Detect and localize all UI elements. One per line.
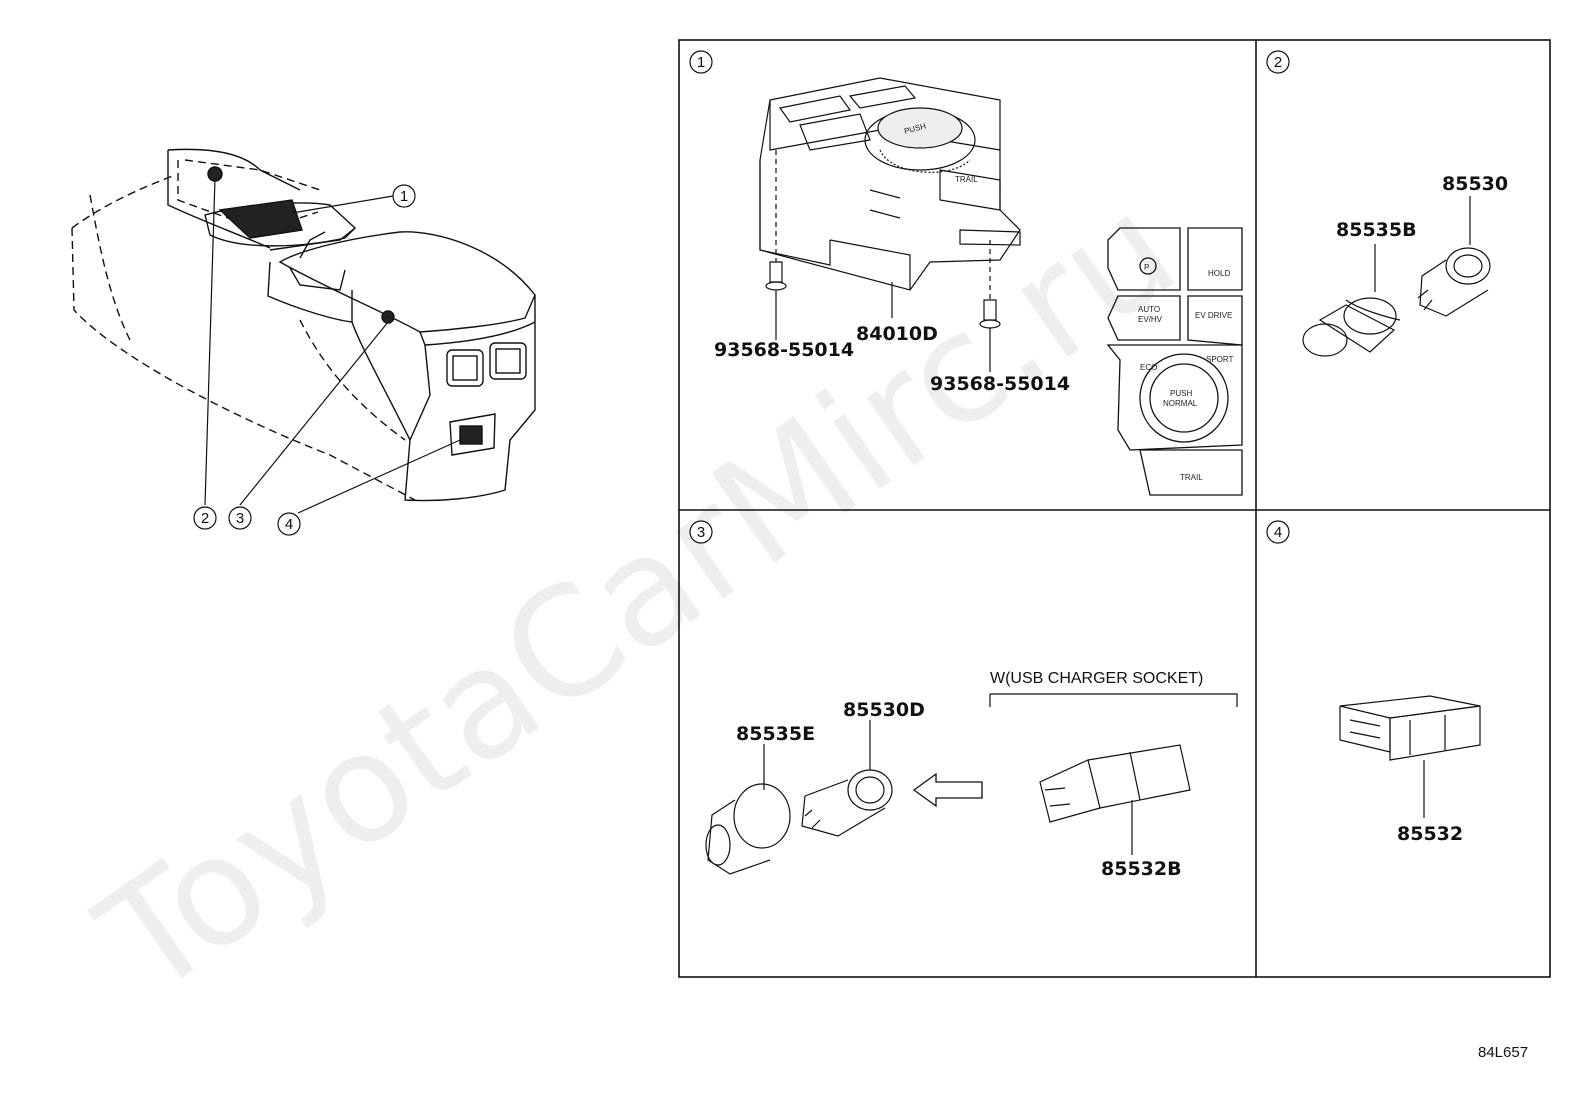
console-overview xyxy=(71,148,536,502)
part-85530: 85530 xyxy=(1442,173,1508,195)
svg-text:TRAIL: TRAIL xyxy=(955,175,978,184)
diagram-code: 84L657 xyxy=(1478,1044,1529,1061)
part-85532: 85532 xyxy=(1397,823,1463,845)
part-93568-55014-right: 93568-55014 xyxy=(930,373,1070,395)
panel-1-number: 1 xyxy=(689,50,713,74)
callout-2: 2 xyxy=(193,506,217,530)
svg-text:NORMAL: NORMAL xyxy=(1163,399,1198,408)
socket-cover-drawing-85535E xyxy=(705,744,791,875)
part-93568-55014-left: 93568-55014 xyxy=(714,339,854,361)
svg-text:3: 3 xyxy=(236,510,244,527)
svg-text:4: 4 xyxy=(285,516,293,533)
socket-drawing-85530D xyxy=(801,720,893,837)
svg-text:EV DRIVE: EV DRIVE xyxy=(1195,311,1232,320)
screw-left xyxy=(765,150,787,340)
svg-text:PUSH: PUSH xyxy=(1170,389,1192,398)
callout-1: 1 xyxy=(392,184,416,208)
panel-4-number: 4 xyxy=(1266,520,1290,544)
usb-charger-note: W(USB CHARGER SOCKET) xyxy=(990,670,1203,687)
svg-text:TRAIL: TRAIL xyxy=(1180,473,1203,482)
part-85532B: 85532B xyxy=(1101,858,1182,880)
usb-socket-drawing-85532B xyxy=(1039,744,1191,855)
svg-text:AUTO: AUTO xyxy=(1138,305,1160,314)
panel-3-number: 3 xyxy=(689,520,713,544)
svg-text:ECO: ECO xyxy=(1140,363,1157,372)
switch-face-detail: P AUTO EV/HV EV DRIVE HOLD ECO SPORT PUS… xyxy=(1106,227,1243,496)
svg-text:2: 2 xyxy=(1274,54,1282,71)
svg-text:P: P xyxy=(1144,263,1149,272)
watermark: ToyotaCarMirc.ru xyxy=(70,162,1206,1030)
part-85535B: 85535B xyxy=(1336,219,1417,241)
svg-text:4: 4 xyxy=(1274,524,1282,541)
screw-right xyxy=(979,240,1001,372)
usb-socket-drawing-85532 xyxy=(1339,695,1481,818)
arrow-left-icon xyxy=(912,772,983,808)
svg-text:1: 1 xyxy=(697,54,705,71)
part-85535E: 85535E xyxy=(736,723,815,745)
panel-2-number: 2 xyxy=(1266,50,1290,74)
svg-text:3: 3 xyxy=(697,524,705,541)
svg-text:HOLD: HOLD xyxy=(1208,269,1230,278)
panel-grid xyxy=(678,39,1551,978)
socket-cover-drawing-85535B xyxy=(1302,244,1401,357)
callout-4: 4 xyxy=(277,512,301,536)
svg-text:2: 2 xyxy=(201,510,209,527)
switch-assembly-drawing: PUSH TRAIL xyxy=(759,77,1021,291)
callout-3: 3 xyxy=(228,506,252,530)
overview-leaders xyxy=(204,177,461,514)
part-84010D: 84010D xyxy=(856,323,938,345)
socket-drawing-85530 xyxy=(1417,196,1491,317)
usb-note-bracket xyxy=(989,693,1238,707)
svg-text:1: 1 xyxy=(400,188,408,205)
svg-text:SPORT: SPORT xyxy=(1206,355,1234,364)
part-85530D: 85530D xyxy=(843,699,925,721)
svg-text:EV/HV: EV/HV xyxy=(1138,315,1163,324)
